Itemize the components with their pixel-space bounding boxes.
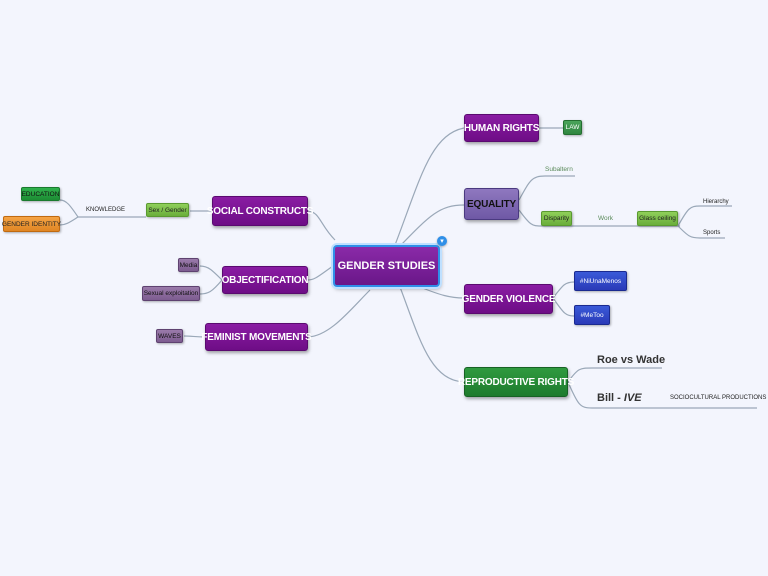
branch-social-constructs[interactable]: SOCIAL CONSTRUCTS bbox=[207, 196, 313, 226]
topic-metoo[interactable]: #MeToo bbox=[574, 305, 610, 325]
topic-label: Hierarchy bbox=[703, 199, 729, 205]
topic-label: SOCIOCULTURAL PRODUCTIONS bbox=[670, 395, 767, 401]
topic-label: KNOWLEDGE bbox=[86, 207, 126, 213]
topic-label: #NiUnaMenos bbox=[579, 277, 622, 285]
topic-work[interactable]: Work bbox=[598, 215, 613, 222]
topic-education[interactable]: EDUCATION bbox=[21, 187, 60, 201]
topic-label: Sexual exploitation bbox=[143, 290, 199, 297]
topic-label: LAW bbox=[565, 124, 580, 131]
topic-waves[interactable]: WAVES bbox=[156, 329, 183, 343]
branch-label: FEMINIST MOVEMENTS bbox=[201, 331, 312, 343]
topic-knowledge[interactable]: KNOWLEDGE bbox=[86, 207, 125, 213]
topic-label: Sex / Gender bbox=[148, 206, 187, 214]
topic-label: Glass ceiling bbox=[639, 215, 676, 222]
branch-label: SOCIAL CONSTRUCTS bbox=[206, 205, 314, 217]
topic-sports[interactable]: Sports bbox=[703, 230, 720, 236]
topic-gender-identity[interactable]: GENDER IDENTITY bbox=[1, 216, 62, 232]
topic-label: GENDER IDENTITY bbox=[1, 220, 62, 228]
topic-ni-una-menos[interactable]: #NiUnaMenos bbox=[574, 271, 627, 291]
branch-label: GENDER VIOLENCE bbox=[461, 293, 556, 305]
topic-glass-ceiling[interactable]: Glass ceiling bbox=[637, 211, 678, 226]
topic-label-prefix: Bill - bbox=[597, 392, 624, 404]
topic-label: EDUCATION bbox=[21, 190, 60, 198]
topic-sexual-exploitation[interactable]: Sexual exploitation bbox=[142, 286, 200, 301]
topic-label: Sports bbox=[703, 230, 721, 236]
branch-objectification[interactable]: OBJECTIFICATION bbox=[221, 266, 309, 294]
branch-human-rights[interactable]: HUMAN RIGHTS bbox=[464, 114, 539, 142]
central-topic-gender-studies[interactable]: GENDER STUDIES bbox=[333, 245, 440, 287]
topic-roe-vs-wade[interactable]: Roe vs Wade bbox=[597, 354, 665, 366]
collapse-toggle-icon[interactable]: ▾ bbox=[437, 236, 447, 246]
topic-bill-ive[interactable]: Bill - IVE bbox=[597, 392, 642, 404]
topic-label: WAVES bbox=[158, 332, 181, 340]
topic-hierarchy[interactable]: Hierarchy bbox=[703, 199, 729, 205]
topic-law[interactable]: LAW bbox=[563, 120, 582, 135]
topic-disparity[interactable]: Disparity bbox=[541, 211, 572, 226]
topic-label: Work bbox=[598, 215, 614, 222]
topic-subaltern[interactable]: Subaltern bbox=[545, 166, 573, 173]
central-topic-label: GENDER STUDIES bbox=[337, 260, 436, 272]
topic-label: Roe vs Wade bbox=[597, 354, 666, 366]
topic-media[interactable]: Media bbox=[178, 258, 199, 272]
branch-gender-violence[interactable]: GENDER VIOLENCE bbox=[461, 284, 556, 314]
topic-label-emphasis: IVE bbox=[623, 392, 642, 404]
topic-sex-gender[interactable]: Sex / Gender bbox=[146, 203, 189, 217]
branch-reproductive-rights[interactable]: REPRODUCTIVE RIGHTS bbox=[458, 367, 574, 397]
topic-label: #MeToo bbox=[580, 311, 604, 319]
branch-label: OBJECTIFICATION bbox=[221, 274, 309, 286]
topic-label: Disparity bbox=[543, 215, 570, 222]
topic-sociocultural-productions[interactable]: SOCIOCULTURAL PRODUCTIONS bbox=[670, 395, 766, 401]
branch-equality[interactable]: EQUALITY bbox=[464, 188, 519, 220]
branch-label: REPRODUCTIVE RIGHTS bbox=[457, 376, 575, 388]
branch-label: EQUALITY bbox=[467, 198, 516, 210]
branch-label: HUMAN RIGHTS bbox=[463, 122, 540, 134]
topic-label: Subaltern bbox=[545, 166, 573, 173]
topic-label: Media bbox=[179, 261, 198, 269]
branch-feminist-movements[interactable]: FEMINIST MOVEMENTS bbox=[201, 323, 312, 351]
